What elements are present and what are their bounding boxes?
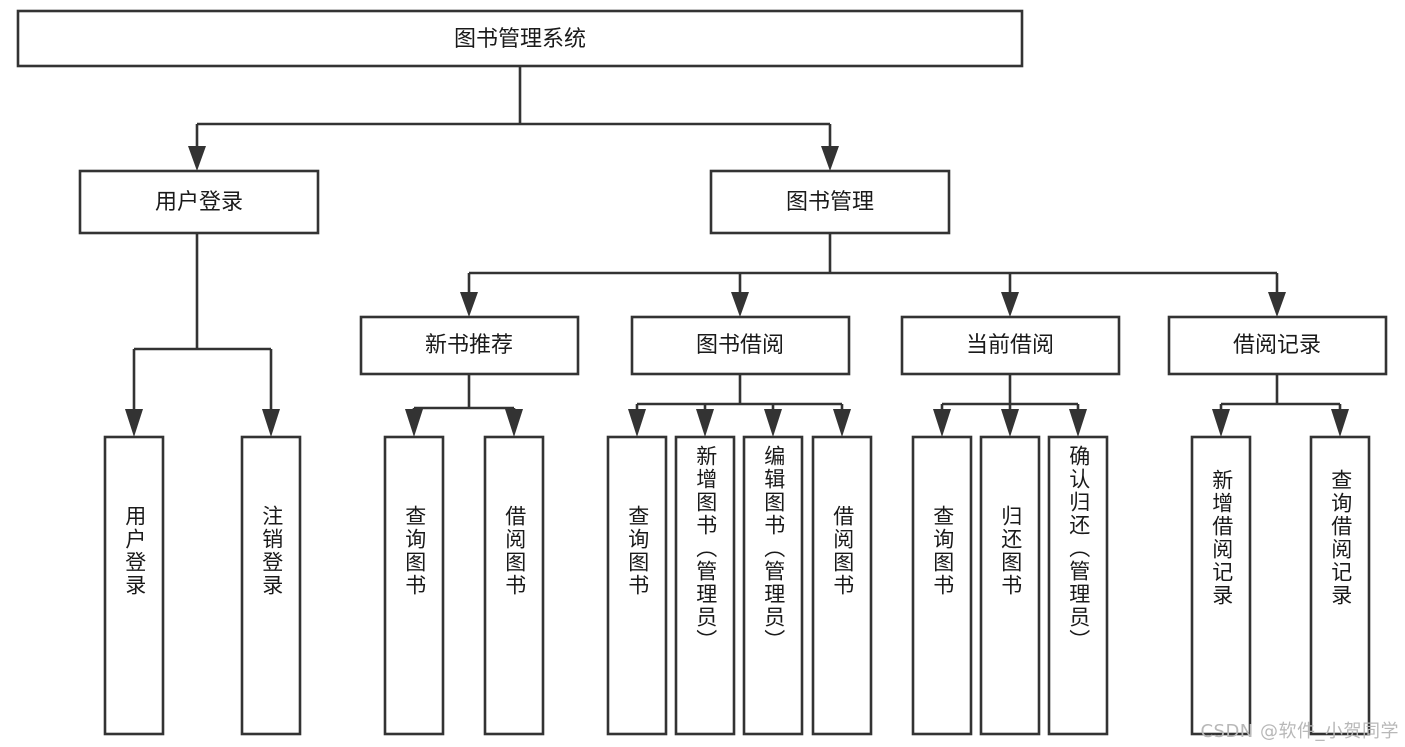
node-label-borrow-record: 借阅记录 (1233, 333, 1321, 358)
arrow-head-bb (731, 292, 749, 317)
node-label-new-book-recommend: 新书推荐 (425, 333, 513, 358)
node-box-book-borrow[interactable] (630, 315, 851, 376)
node-label-user-login: 用户登录 (155, 190, 243, 215)
node-box-root[interactable] (16, 9, 1024, 68)
arrow-head-nbr (460, 292, 478, 317)
arrow-head-book-management (821, 146, 839, 171)
node-label-book-borrow: 图书借阅 (696, 333, 784, 358)
arrow-head-leaf-borrow-book-1 (505, 409, 523, 437)
node-box-leaf-add-record[interactable] (1190, 435, 1252, 736)
connector-group (132, 66, 1342, 410)
node-box-leaf-query-book-2[interactable] (606, 435, 668, 736)
arrow-head-leaf-query-book-3 (933, 409, 951, 437)
node-box-leaf-borrow-book-1[interactable] (483, 435, 545, 736)
node-box-group (16, 9, 1388, 736)
node-box-leaf-user-login[interactable] (103, 435, 165, 736)
node-box-book-management[interactable] (709, 169, 951, 235)
node-box-leaf-user-logout[interactable] (240, 435, 302, 736)
arrow-head-leaf-query-record (1331, 409, 1349, 437)
arrow-head-leaf-return-book (1001, 409, 1019, 437)
node-label-root: 图书管理系统 (454, 27, 586, 52)
node-box-leaf-query-record[interactable] (1309, 435, 1371, 736)
node-box-borrow-record[interactable] (1167, 315, 1388, 376)
arrow-head-cb (1001, 292, 1019, 317)
node-box-current-borrow[interactable] (900, 315, 1121, 376)
arrow-head-group (125, 146, 1349, 437)
node-box-user-login[interactable] (78, 169, 320, 235)
arrow-head-leaf-user-logout (262, 409, 280, 437)
arrow-head-leaf-add-record (1212, 409, 1230, 437)
arrow-head-leaf-confirm-return (1069, 409, 1087, 437)
node-box-leaf-query-book-1[interactable] (383, 435, 445, 736)
arrow-head-br (1268, 292, 1286, 317)
node-box-leaf-confirm-return[interactable] (1047, 435, 1109, 736)
node-box-leaf-return-book[interactable] (979, 435, 1041, 736)
node-label-book-management: 图书管理 (786, 190, 874, 215)
node-box-new-book-recommend[interactable] (359, 315, 580, 376)
arrow-head-leaf-add-book (696, 409, 714, 437)
node-box-leaf-add-book[interactable] (674, 435, 736, 736)
arrow-head-leaf-query-book-2 (628, 409, 646, 437)
node-box-leaf-edit-book[interactable] (742, 435, 804, 736)
arrow-head-leaf-query-book-1 (405, 409, 423, 437)
node-label-group: 图书管理系统 用户登录 图书管理 新书推荐 图书借阅 当前借阅 借阅记录 (155, 27, 1321, 358)
arrow-head-leaf-borrow-book-2 (833, 409, 851, 437)
node-label-current-borrow: 当前借阅 (966, 333, 1054, 358)
node-box-leaf-query-book-3[interactable] (911, 435, 973, 736)
node-box-leaf-borrow-book-2[interactable] (811, 435, 873, 736)
arrow-head-user-login (188, 146, 206, 171)
arrow-head-leaf-user-login (125, 409, 143, 437)
arrow-head-leaf-edit-book (764, 409, 782, 437)
watermark-text: CSDN @软件_小贺同学 (1200, 721, 1399, 742)
